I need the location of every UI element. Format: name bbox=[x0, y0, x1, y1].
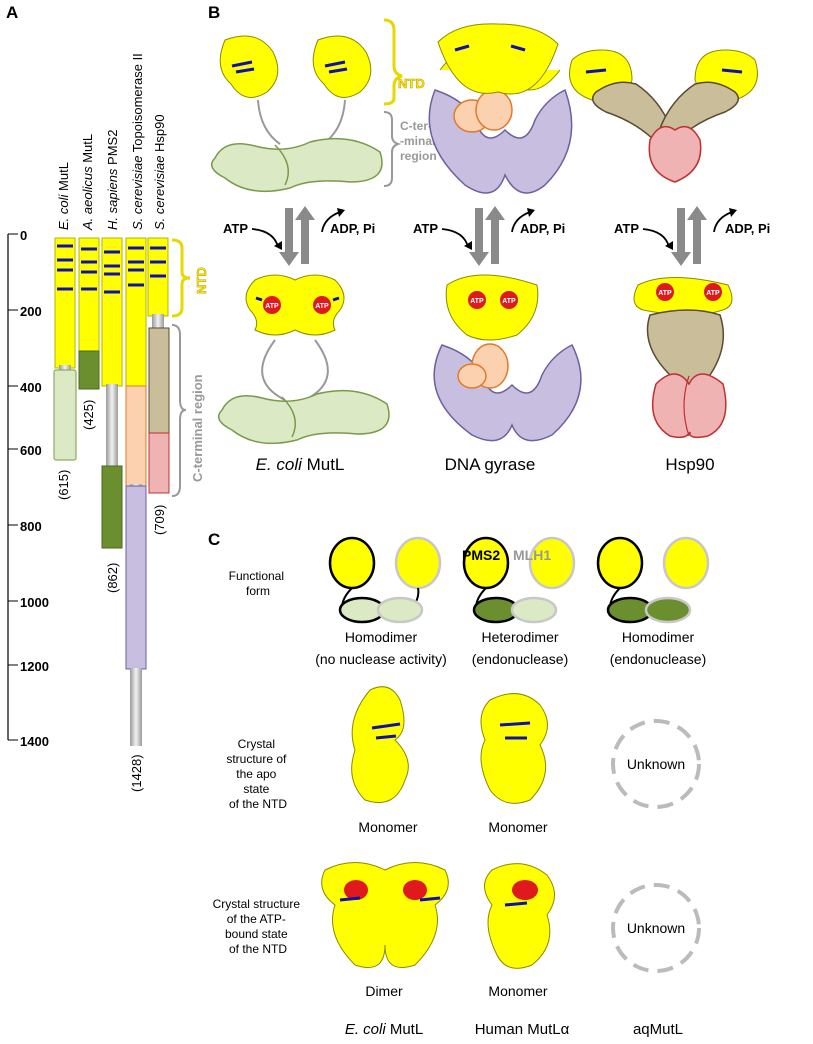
cterm-label-b: C-ter- -minal region bbox=[400, 119, 439, 163]
form-kind-human: Heterodimer bbox=[481, 629, 558, 645]
atp-label-mutl: ATP bbox=[223, 221, 248, 236]
species-label-hsapiens: H. sapiens PMS2 bbox=[105, 130, 120, 230]
length-axis: 0 200 400 600 800 1000 1200 1400 bbox=[7, 228, 49, 749]
column-aqmutl: aqMutL bbox=[633, 1021, 683, 1038]
tick-800: 800 bbox=[20, 519, 42, 534]
column-ecoli-mutl: E. coli MutL bbox=[345, 1021, 423, 1038]
row-label-functional-form: Functional form bbox=[229, 569, 288, 598]
cterm-bracket-b: C-ter- -minal region bbox=[383, 111, 439, 187]
species-label-topo2: S. cerevisiae Topoisomerase II bbox=[130, 53, 145, 230]
tick-1000: 1000 bbox=[20, 595, 49, 610]
bar-ecoli-mutl: (615) bbox=[53, 237, 77, 500]
atp-structure-human bbox=[484, 863, 555, 969]
cterm-bracket-a: C-terminal region bbox=[171, 324, 205, 497]
row-label-atp-bound: Crystal structure of the ATP- bound stat… bbox=[213, 897, 304, 956]
apo-label-human: Monomer bbox=[488, 819, 547, 835]
name-hsp90: Hsp90 bbox=[665, 455, 714, 474]
hsp90-atp-bound-state: ATP ATP bbox=[633, 277, 733, 439]
panel-b-label: B bbox=[208, 3, 220, 22]
adp-label-gyrase: ADP, Pi bbox=[520, 221, 565, 236]
panel-c-label: C bbox=[208, 530, 220, 549]
atp-label-gyrase: ATP bbox=[413, 221, 438, 236]
bar-hsp90: (709) bbox=[147, 237, 170, 535]
tick-600: 600 bbox=[20, 443, 42, 458]
apo-structure-ecoli bbox=[351, 686, 409, 803]
length-topo2: (1428) bbox=[129, 754, 144, 792]
functional-form-aq bbox=[596, 536, 710, 624]
functional-form-ecoli bbox=[328, 536, 442, 624]
atp-label-hsp90: ATP bbox=[614, 221, 639, 236]
ntd-bracket-a: NTD bbox=[171, 238, 209, 318]
bar-topoisomerase-ii: (1428) bbox=[125, 237, 147, 792]
atp-label-human: Monomer bbox=[488, 983, 547, 999]
apo-structure-human bbox=[480, 693, 548, 804]
tick-1200: 1200 bbox=[20, 659, 49, 674]
species-label-ecoli: E. coli MutL bbox=[56, 162, 71, 230]
length-ecoli: (615) bbox=[56, 470, 71, 500]
apo-structure-aq-unknown bbox=[611, 719, 701, 809]
name-ecoli-mutl: E. coli MutL bbox=[256, 455, 345, 474]
atp-ball: ATP bbox=[502, 298, 516, 305]
species-label-aeolicus: A. aeolicus MutL bbox=[80, 134, 95, 231]
atp-label-aq: Unknown bbox=[627, 920, 685, 936]
mlh1-label: MLH1 bbox=[513, 547, 551, 563]
form-kind-aq: Homodimer bbox=[622, 629, 695, 645]
atp-ball: ATP bbox=[658, 290, 672, 297]
atp-structure-ecoli bbox=[321, 862, 449, 968]
tick-400: 400 bbox=[20, 380, 42, 395]
atp-structure-aq-unknown bbox=[611, 883, 701, 973]
form-activity-aq: (endonuclease) bbox=[610, 651, 707, 667]
panel-a-label: A bbox=[6, 3, 18, 22]
adp-label-mutl: ADP, Pi bbox=[330, 221, 375, 236]
bar-aeolicus-mutl: (425) bbox=[78, 237, 100, 430]
atp-ball: ATP bbox=[706, 290, 720, 297]
atp-ball: ATP bbox=[265, 303, 279, 310]
length-hsapiens: (862) bbox=[105, 563, 120, 593]
hsp90-open-state bbox=[569, 49, 758, 183]
column-human-mutla: Human MutLα bbox=[475, 1021, 570, 1038]
name-dna-gyrase: DNA gyrase bbox=[445, 455, 536, 474]
row-label-apo: Crystal structure of the apo state of th… bbox=[226, 737, 289, 811]
mutl-atp-bound-state: ATP ATP bbox=[217, 274, 390, 445]
ntd-bracket-b: NTD bbox=[383, 18, 425, 106]
ntd-label-a: NTD bbox=[194, 267, 209, 294]
length-aeolicus: (425) bbox=[81, 400, 96, 430]
length-hsp90: (709) bbox=[152, 505, 167, 535]
tick-200: 200 bbox=[20, 304, 42, 319]
tick-1400: 1400 bbox=[20, 734, 49, 749]
tick-0: 0 bbox=[20, 228, 27, 243]
adp-label-hsp90: ADP, Pi bbox=[725, 221, 770, 236]
species-label-hsp90: S. cerevisiae Hsp90 bbox=[152, 114, 167, 230]
gyrase-atp-bound-state: ATP ATP bbox=[433, 274, 582, 442]
form-kind-ecoli: Homodimer bbox=[345, 629, 418, 645]
pms2-label: PMS2 bbox=[462, 547, 500, 563]
functional-form-human: PMS2 MLH1 bbox=[462, 536, 576, 624]
form-activity-human: (endonuclease) bbox=[472, 651, 569, 667]
apo-label-aq: Unknown bbox=[627, 756, 685, 772]
bar-hsapiens-pms2: (862) bbox=[101, 237, 123, 593]
ntd-label-b: NTD bbox=[398, 76, 425, 91]
mutl-open-state bbox=[210, 35, 383, 193]
cterm-label-a: C-terminal region bbox=[190, 374, 205, 482]
atp-cycle-arrows: ATP ADP, Pi ATP ADP, Pi ATP ADP, Pi bbox=[223, 206, 770, 266]
gyrase-open-state bbox=[428, 23, 573, 194]
atp-ball: ATP bbox=[315, 303, 329, 310]
apo-label-ecoli: Monomer bbox=[358, 819, 417, 835]
atp-ball: ATP bbox=[470, 298, 484, 305]
form-activity-ecoli: (no nuclease activity) bbox=[315, 651, 447, 667]
atp-label-ecoli: Dimer bbox=[365, 983, 403, 999]
